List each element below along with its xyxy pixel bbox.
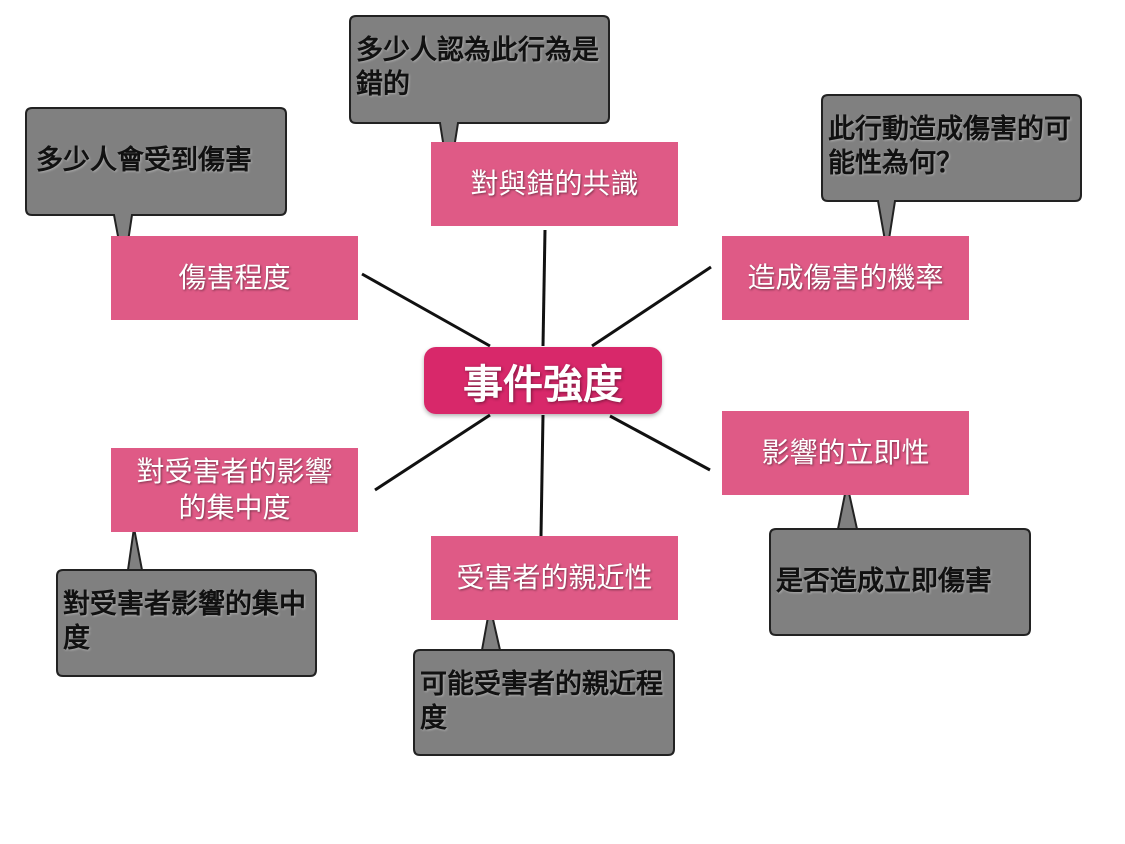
callout-text-concentration: 對受害者影響的集中度 xyxy=(63,589,306,654)
node-harm: 傷害程度 xyxy=(111,236,358,320)
node-immediacy: 影響的立即性 xyxy=(722,411,969,495)
callout-text-immediacy: 是否造成立即傷害 xyxy=(776,566,992,597)
node-probability: 造成傷害的機率 xyxy=(722,236,969,320)
callout-text-consensus: 多少人認為此行為是錯的 xyxy=(356,35,599,100)
node-probability-label: 造成傷害的機率 xyxy=(747,261,944,294)
node-consensus: 對與錯的共識 xyxy=(431,142,678,226)
connector-probability xyxy=(591,265,712,348)
connector-consensus xyxy=(541,229,547,347)
connector-harm xyxy=(361,272,491,348)
node-concentration-label: 對受害者的影響的集中度 xyxy=(136,455,333,524)
connector-concentration xyxy=(374,413,491,492)
callout-text-harm: 多少人會受到傷害 xyxy=(36,145,252,176)
node-harm-label: 傷害程度 xyxy=(178,261,291,294)
callout-text-proximity: 可能受害者的親近程度 xyxy=(420,669,663,734)
node-consensus-label: 對與錯的共識 xyxy=(470,167,639,200)
connector-immediacy xyxy=(609,414,711,472)
callout-bubble-proximity xyxy=(413,605,675,756)
callout-text-probability: 此行動造成傷害的可能性為何？ xyxy=(828,114,1071,179)
connector-proximity xyxy=(539,414,545,537)
node-immediacy-label: 影響的立即性 xyxy=(761,436,930,469)
center-node: 事件強度 xyxy=(424,347,662,414)
node-concentration: 對受害者的影響的集中度 xyxy=(111,448,358,532)
callout-bubble-immediacy xyxy=(769,483,1031,636)
node-proximity-label: 受害者的親近性 xyxy=(456,561,653,594)
node-proximity: 受害者的親近性 xyxy=(431,536,678,620)
callout-bubble-probability xyxy=(821,94,1082,253)
callout-bubble-concentration xyxy=(56,527,317,677)
center-node-label: 事件強度 xyxy=(463,361,623,408)
